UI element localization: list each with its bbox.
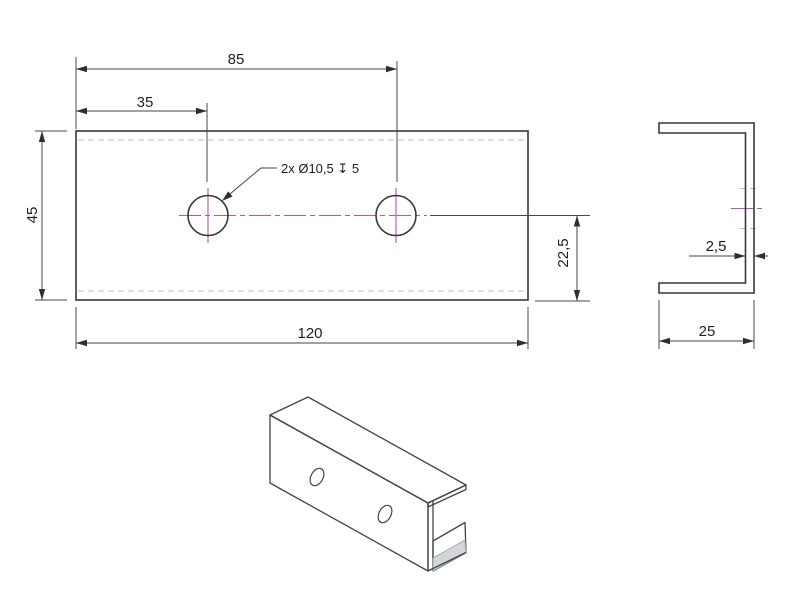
dimension-35: 35 (76, 94, 208, 182)
dimension-45: 45 (24, 130, 67, 301)
dim-22-5-text: 22,5 (555, 238, 572, 267)
dimension-85: 85 (75, 51, 398, 182)
dimension-120: 120 (75, 307, 529, 349)
dim-120-text: 120 (297, 325, 322, 342)
dim-25-text: 25 (699, 323, 716, 340)
iso-bottom-edge (427, 551, 467, 572)
hole-callout: 2x Ø10,5 ↧ 5 (222, 161, 359, 201)
iso-top-flange-end (427, 484, 467, 508)
dimension-22-5: 22,5 (430, 215, 590, 302)
iso-front-face (269, 414, 429, 572)
front-view: 85 35 45 120 (24, 51, 590, 349)
hole-callout-text: 2x Ø10,5 ↧ 5 (281, 161, 359, 176)
dim-2-5-text: 2,5 (706, 238, 727, 255)
isometric-view (269, 396, 467, 572)
iso-hole-1 (309, 467, 325, 487)
hole-1 (187, 194, 229, 237)
hole-2 (375, 194, 417, 237)
iso-top-face (269, 396, 467, 504)
dimension-2-5: 2,5 (689, 238, 768, 260)
iso-web-end (427, 499, 434, 572)
channel-profile-outline (658, 122, 755, 294)
dim-45-text: 45 (24, 207, 41, 224)
dimension-25: 25 (658, 300, 755, 349)
iso-hole-2 (377, 504, 393, 524)
side-view: 2,5 25 (658, 122, 768, 349)
dim-35-text: 35 (137, 94, 154, 111)
dim-85-text: 85 (228, 51, 245, 68)
